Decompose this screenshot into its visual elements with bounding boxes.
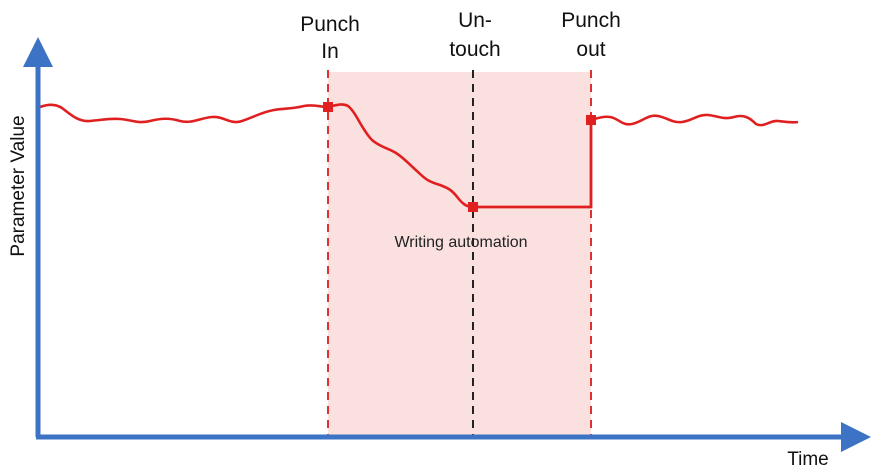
y-axis-label: Parameter Value — [8, 115, 29, 256]
punch-in-label-line1: Punch — [300, 13, 360, 36]
writing-automation-label: Writing automation — [394, 234, 527, 251]
parameter-curve-hold — [473, 120, 593, 209]
punch-out-point — [586, 115, 596, 125]
untouch-label-line2: touch — [449, 38, 500, 61]
writing-region — [328, 72, 591, 437]
parameter-curve-writing — [327, 103, 474, 209]
punch-in-point — [323, 102, 333, 112]
punch-out-label-line1: Punch — [561, 9, 621, 32]
parameter-curve-after — [590, 113, 799, 127]
punch-in-label-line2: In — [321, 40, 339, 63]
punch-out-label-line2: out — [576, 38, 605, 61]
x-axis-label: Time — [787, 449, 829, 467]
untouch-label-line1: Un- — [458, 9, 492, 32]
untouch-point — [468, 202, 478, 212]
parameter-curve-before — [39, 103, 329, 124]
